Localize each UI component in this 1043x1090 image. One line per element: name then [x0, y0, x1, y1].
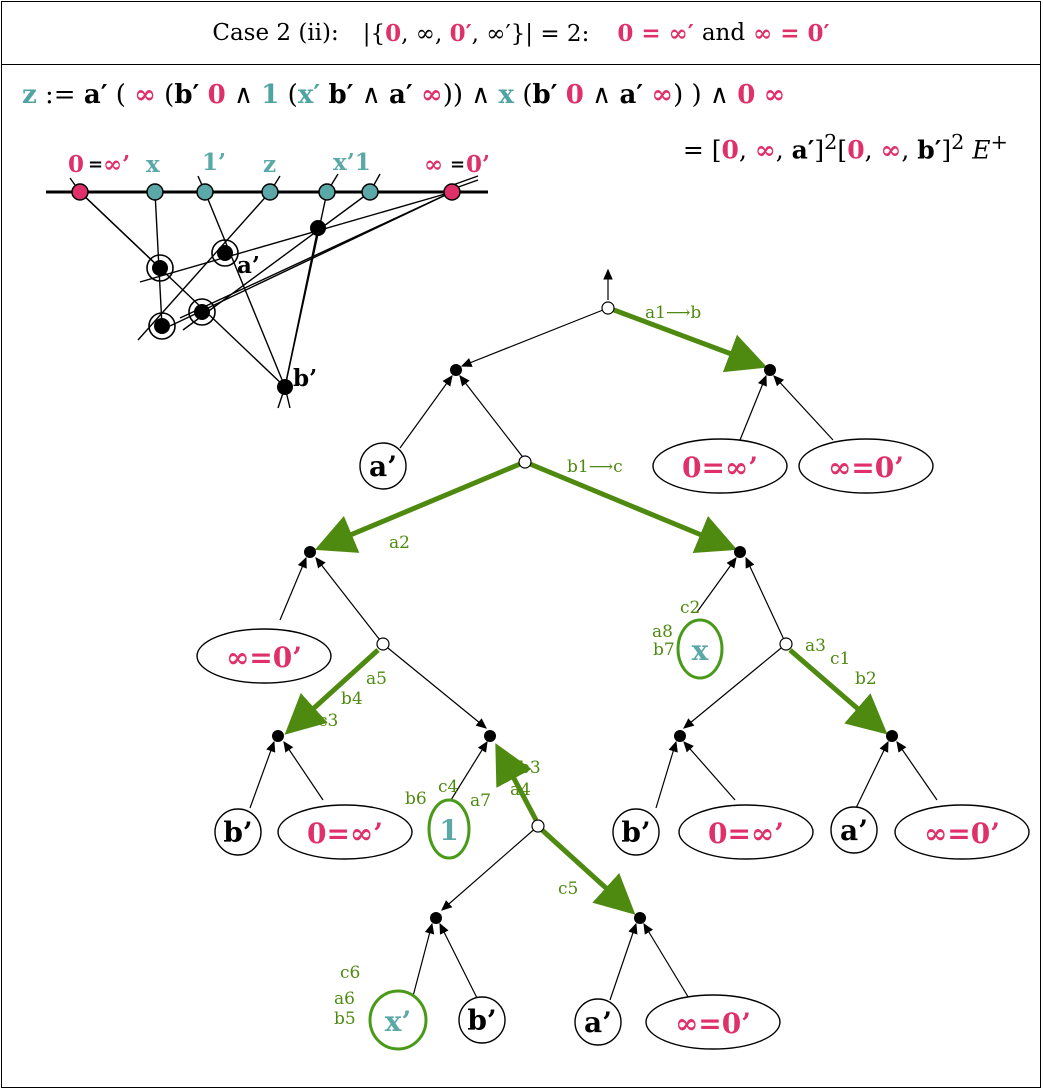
svg-text:1’: 1’ [202, 149, 226, 176]
svg-text:x’: x’ [385, 1005, 411, 1038]
svg-text:c5: c5 [558, 879, 578, 899]
a-prime-label: a’ [237, 252, 260, 279]
bracket-formula: = [0, ∞, a′]2[0, ∞, b′]2 E+ [682, 130, 1008, 165]
svg-text:∞=0’: ∞=0’ [924, 817, 1000, 850]
tree-diagram: a’ 0=∞’ ∞=0’ ∞=0’ x b’ 0=∞’ 1 b’ 0=∞’ a’… [196, 268, 1030, 1051]
svg-text:1: 1 [439, 814, 458, 847]
inf-equation: ∞ = 0′ [753, 19, 830, 47]
svg-text:c4: c4 [438, 777, 458, 797]
config-labels: 0 = ∞’ x 1’ z x’1 ∞ = 0’ a’ b’ [68, 149, 490, 392]
svg-text:b1⟶c: b1⟶c [567, 457, 623, 477]
point-zero [71, 183, 89, 201]
svg-text:a8: a8 [652, 622, 673, 642]
svg-text:c3: c3 [318, 711, 338, 731]
svg-text:=: = [450, 154, 465, 175]
leaf-b-prime-3: b’ [458, 996, 506, 1044]
leaf-zero-eq-1: 0=∞’ [652, 438, 788, 494]
svg-text:c6: c6 [340, 963, 360, 983]
svg-text:b5: b5 [334, 1009, 356, 1029]
svg-text:b’: b’ [621, 816, 650, 849]
svg-text:a2: a2 [389, 533, 410, 553]
leaf-zero-eq-2: 0=∞’ [277, 804, 413, 860]
formula-z: z [22, 80, 37, 110]
leaf-x-prime: x’ [368, 989, 428, 1051]
svg-text:x’1: x’1 [333, 149, 371, 176]
svg-text:∞: ∞ [424, 151, 443, 178]
leaf-b-prime-1: b’ [214, 808, 262, 856]
svg-text:b6: b6 [405, 789, 427, 809]
svg-text:z: z [263, 151, 276, 178]
svg-text:a1⟶b: a1⟶b [645, 303, 701, 323]
formula-body: := a′ ( ∞ (b′ 0 ∧ 1 (x′ b′ ∧ a′ ∞)) ∧ x … [45, 80, 786, 110]
zero-equation: 0 = ∞′ [617, 19, 694, 47]
svg-text:0=∞’: 0=∞’ [708, 817, 784, 850]
svg-text:b3: b3 [519, 758, 541, 778]
svg-text:a6: a6 [334, 989, 355, 1009]
edge-labels: a1⟶b b1⟶c a2 a8 c2 b7 a3 c1 b2 a5 b4 c3 … [318, 303, 877, 1029]
leaf-a-prime-3: a’ [574, 998, 622, 1046]
svg-text:x: x [146, 151, 160, 178]
leaf-a-prime-2: a’ [830, 806, 878, 854]
point-b-prime [277, 379, 293, 395]
svg-text:b2: b2 [855, 669, 877, 689]
svg-text:a’: a’ [840, 814, 868, 847]
svg-text:a3: a3 [805, 636, 826, 656]
svg-text:a4: a4 [510, 780, 531, 800]
svg-text:=: = [88, 154, 103, 175]
point-one [361, 183, 379, 201]
leaf-inf-eq-1: ∞=0’ [798, 438, 934, 494]
svg-text:b’: b’ [467, 1004, 496, 1037]
case-label: Case 2 (ii): [212, 20, 339, 46]
svg-text:0’: 0’ [466, 151, 490, 178]
configuration-diagram: 0 = ∞’ x 1’ z x’1 ∞ = 0’ a’ b’ [46, 149, 490, 409]
z-formula: z := a′ ( ∞ (b′ 0 ∧ 1 (x′ b′ ∧ a′ ∞)) ∧ … [22, 80, 785, 110]
svg-text:c2: c2 [680, 598, 700, 618]
point-a-prime [217, 245, 233, 261]
leaf-one: 1 [427, 798, 471, 860]
svg-text:b7: b7 [653, 640, 675, 660]
set-cardinality: |{0, ∞, 0′, ∞′}| = 2: [362, 19, 590, 47]
svg-text:0=∞’: 0=∞’ [682, 451, 758, 484]
svg-text:∞=0’: ∞=0’ [675, 1007, 751, 1040]
and-word: and [701, 20, 746, 46]
leaf-x: x [676, 618, 724, 680]
svg-text:∞=0’: ∞=0’ [828, 451, 904, 484]
config-points [71, 183, 461, 395]
svg-text:b’: b’ [223, 816, 252, 849]
svg-text:a5: a5 [366, 669, 387, 689]
b-prime-label: b’ [293, 365, 317, 392]
case-header: Case 2 (ii): |{0, ∞, 0′, ∞′}| = 2: 0 = ∞… [2, 2, 1040, 65]
leaf-a-prime-1: a’ [359, 442, 407, 490]
point-infinity [443, 183, 461, 201]
point-x-prime [318, 183, 336, 201]
svg-text:∞=0’: ∞=0’ [226, 641, 302, 674]
svg-text:0=∞’: 0=∞’ [307, 817, 383, 850]
point-x [146, 183, 164, 201]
point-intersection [310, 220, 326, 236]
point-z [261, 183, 279, 201]
svg-text:x: x [692, 634, 709, 667]
leaf-inf-eq-3: ∞=0’ [894, 804, 1030, 860]
svg-text:b4: b4 [341, 689, 363, 709]
leaf-inf-eq-2: ∞=0’ [196, 628, 332, 684]
svg-text:c1: c1 [830, 649, 850, 669]
svg-text:a7: a7 [470, 791, 491, 811]
point-one-prime [196, 183, 214, 201]
leaf-zero-eq-3: 0=∞’ [678, 804, 814, 860]
svg-text:a’: a’ [369, 450, 397, 483]
svg-text:a’: a’ [584, 1006, 612, 1039]
leaf-b-prime-2: b’ [612, 808, 660, 856]
svg-text:0: 0 [68, 151, 84, 178]
svg-text:∞’: ∞’ [103, 151, 130, 178]
leaf-inf-eq-4: ∞=0’ [645, 994, 781, 1050]
